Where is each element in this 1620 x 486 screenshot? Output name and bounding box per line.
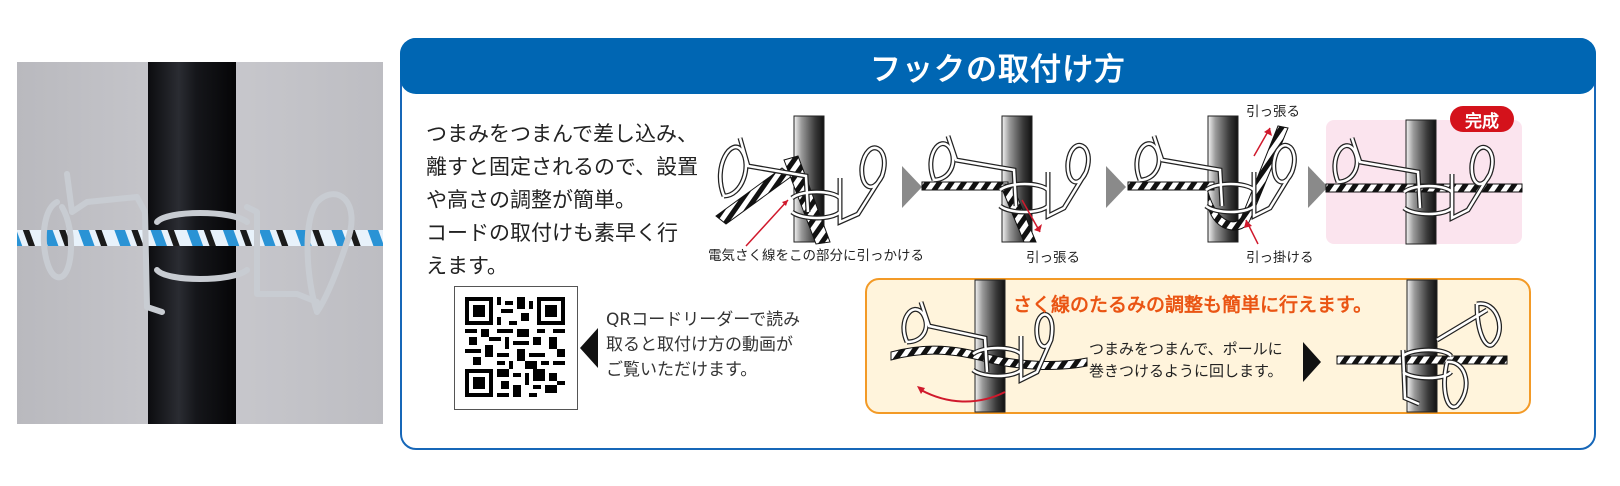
next-arrow-icon	[1106, 166, 1126, 208]
point-left-arrow-icon	[580, 328, 598, 368]
intro-line: や高さの調整が簡単。	[426, 188, 636, 212]
next-arrow-icon	[1308, 166, 1328, 208]
tip-line: つまみをつまんで、ポールに	[1089, 340, 1283, 358]
product-photo	[17, 62, 383, 424]
pole-hook-photo-illustration	[17, 62, 383, 424]
next-arrow-icon	[902, 166, 922, 208]
step-2-label: 引っ張る	[1026, 250, 1080, 266]
panel-title: フックの取付け方	[870, 51, 1126, 88]
step-3-top-label: 引っ張る	[1246, 104, 1300, 120]
step-4	[1325, 118, 1523, 248]
step-1: 電気さく線をこの部分に引っかける	[708, 115, 924, 264]
tip-after-illustration	[1336, 279, 1508, 413]
installation-panel: フックの取付け方 つまみをつまんで差し込み、 離すと固定されるので、設置 や高さ…	[400, 38, 1596, 450]
intro-line: えます。	[426, 254, 508, 278]
step-4-illustration	[1325, 119, 1523, 245]
step-2: 引っ張る	[921, 115, 1102, 266]
step-3: 引っ張る 引っ掛ける	[1127, 104, 1318, 266]
slack-adjustment-tip: さく線のたるみの調整も簡単に行えます。 つまみをつまんで、ポールに 巻きつけるよ…	[865, 278, 1531, 414]
step-1-illustration	[715, 115, 887, 247]
qr-line: 取ると取付け方の動画が	[606, 335, 793, 355]
tip-instructions: つまみをつまんで、ポールに 巻きつけるように回します。	[1089, 338, 1283, 382]
tip-title: さく線のたるみの調整も簡単に行えます。	[1013, 294, 1373, 316]
step-3-illustration	[1127, 115, 1297, 245]
intro-text: つまみをつまんで差し込み、 離すと固定されるので、設置 や高さの調整が簡単。 コ…	[426, 118, 726, 283]
qr-line: QRコードリーダーで読み	[606, 310, 801, 330]
step-2-illustration	[921, 115, 1091, 243]
tip-before-illustration	[890, 279, 1088, 413]
intro-line: 離すと固定されるので、設置	[426, 155, 699, 179]
intro-line: つまみをつまんで差し込み、	[426, 122, 698, 146]
qr-code[interactable]	[454, 286, 578, 410]
complete-badge: 完成	[1450, 106, 1514, 132]
intro-line: コードの取付けも素早く行	[426, 221, 678, 245]
step-1-label: 電気さく線をこの部分に引っかける	[708, 248, 924, 264]
next-arrow-icon	[1303, 342, 1321, 382]
qr-code-pattern	[465, 297, 565, 397]
step-3-label: 引っ掛ける	[1246, 250, 1314, 266]
tip-line: 巻きつけるように回します。	[1089, 362, 1283, 380]
qr-instructions: QRコードリーダーで読み 取ると取付け方の動画が ご覧いただけます。	[606, 308, 800, 383]
qr-line: ご覧いただけます。	[606, 360, 758, 380]
panel-header: フックの取付け方	[400, 38, 1596, 94]
